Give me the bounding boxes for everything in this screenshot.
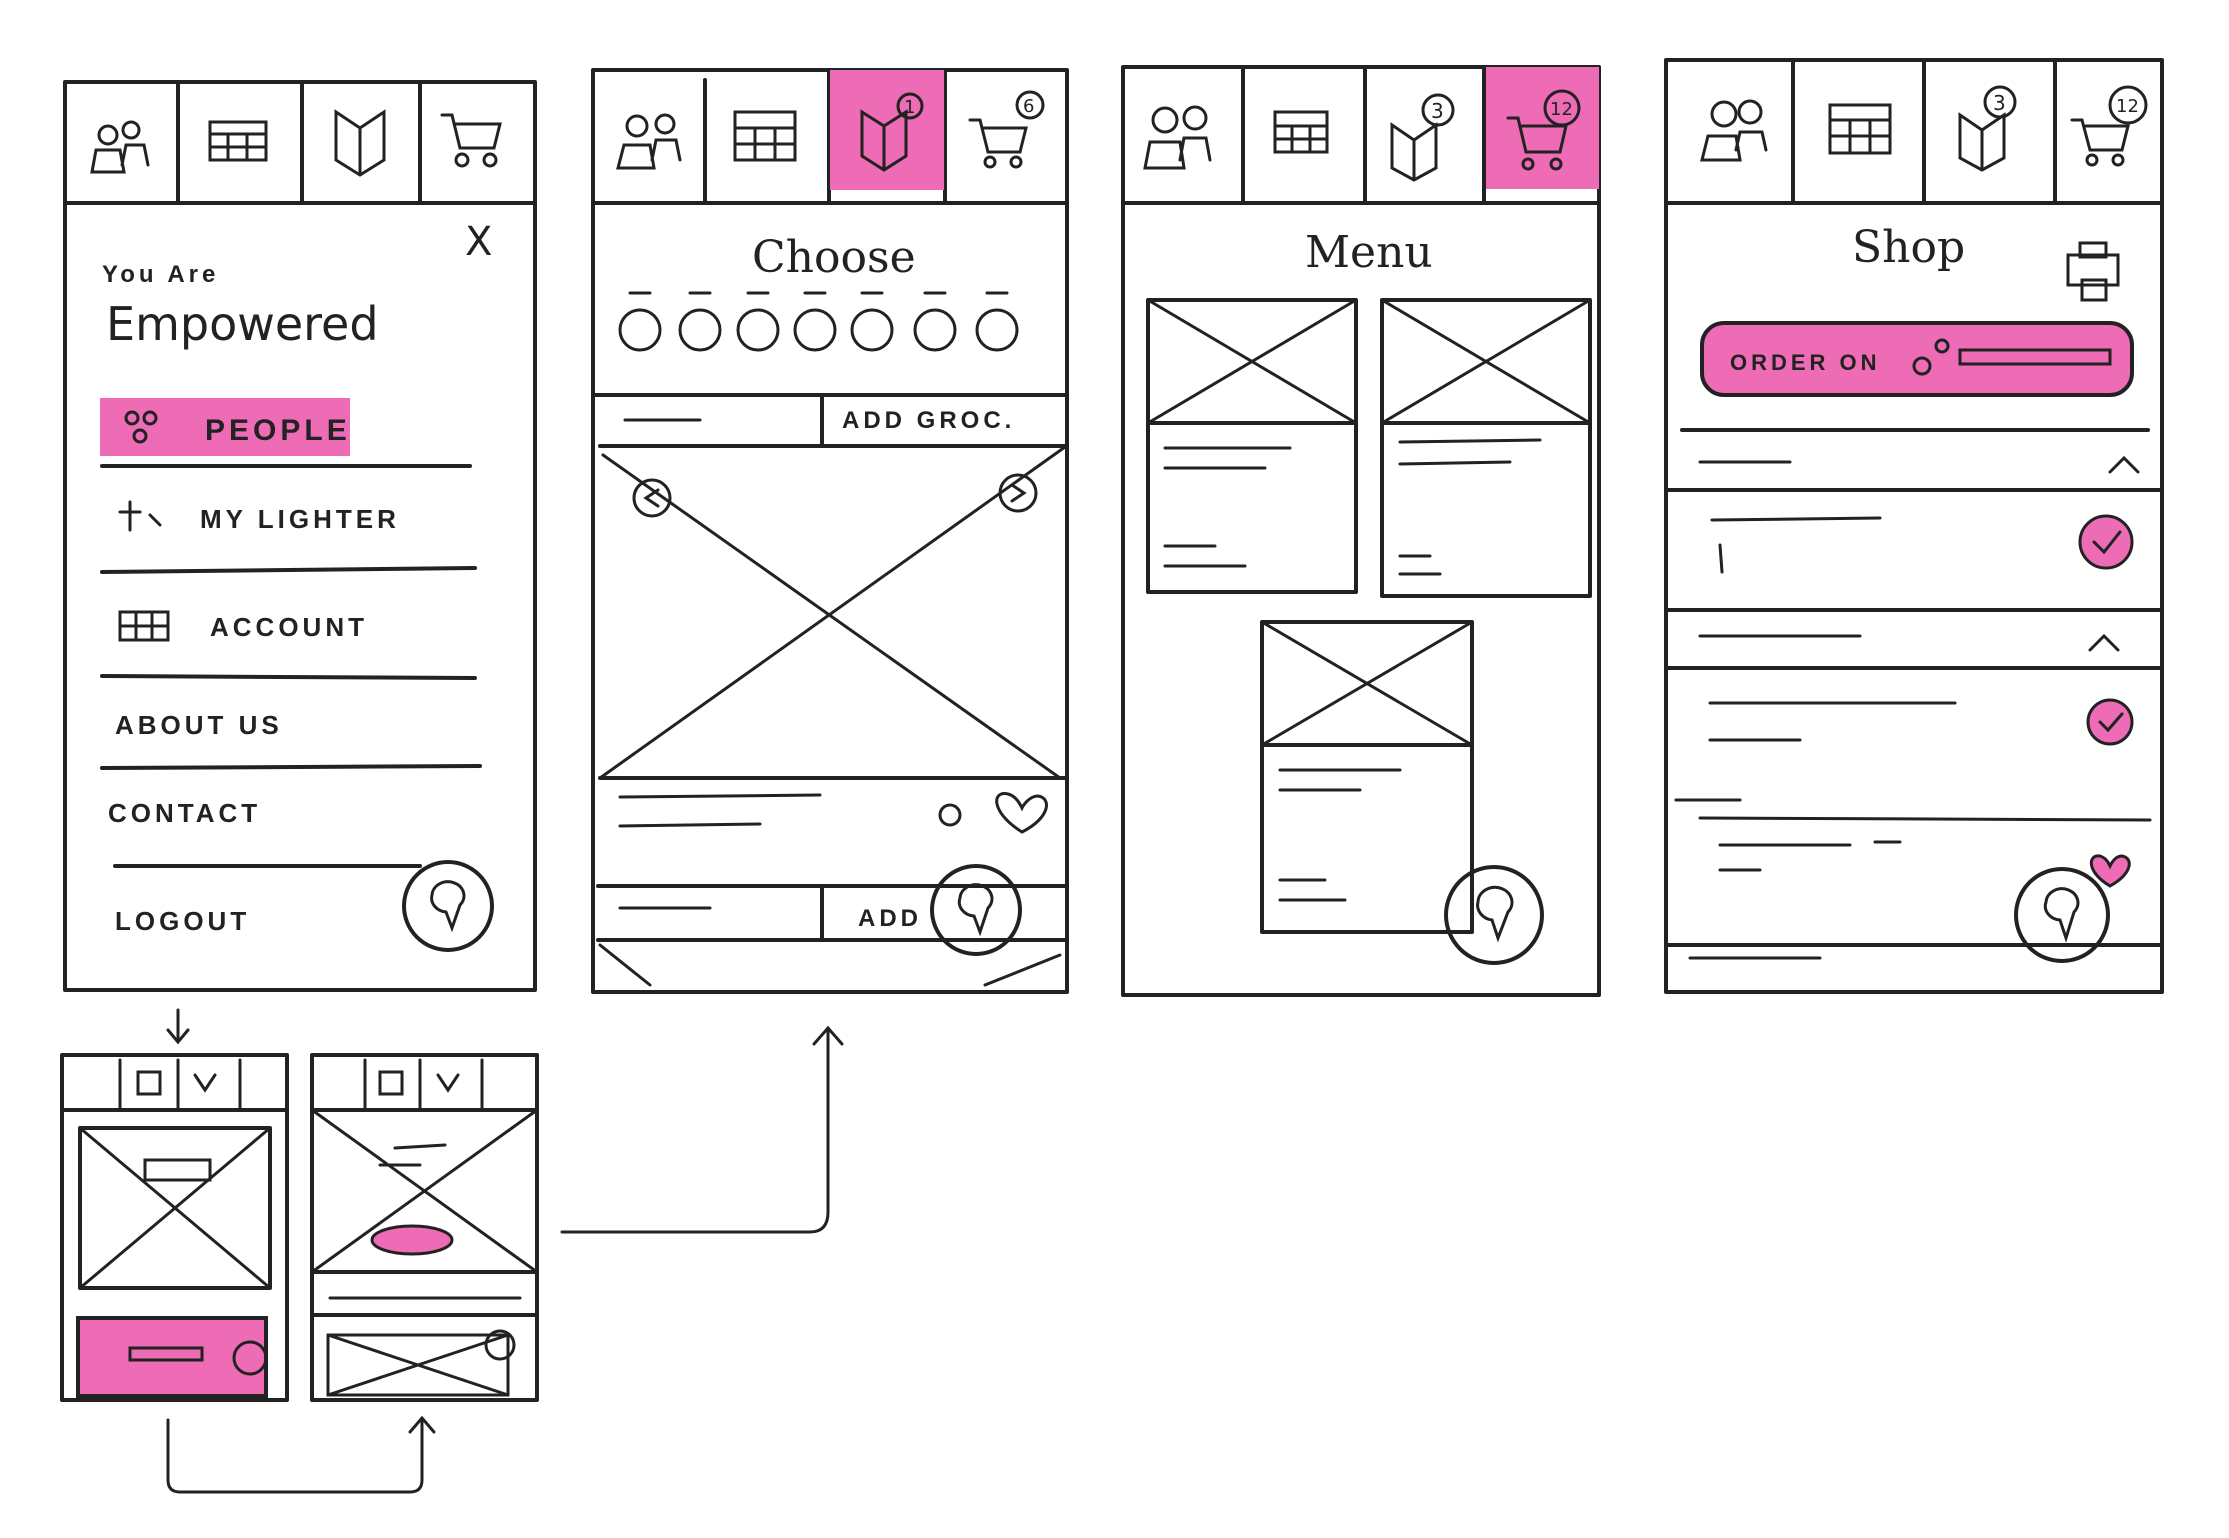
people-icon[interactable] (1143, 105, 1212, 170)
screen-menu: 3 12 Menu (1121, 65, 1601, 997)
people-icon[interactable] (616, 113, 682, 170)
svg-text:6: 6 (1023, 96, 1034, 117)
next-arrow-button[interactable] (998, 473, 1038, 513)
check-badge[interactable] (2078, 514, 2134, 570)
image-placeholder (598, 445, 1069, 780)
svg-text:12: 12 (2116, 96, 2139, 117)
page-title: Menu (1305, 227, 1433, 278)
svg-text:3: 3 (1993, 91, 2006, 115)
calendar-icon[interactable] (1828, 103, 1892, 155)
filter-chips[interactable] (618, 291, 1019, 352)
map-icon[interactable]: 3 (1390, 93, 1455, 182)
account-grid-icon (118, 610, 170, 642)
collapse-chevron-icon[interactable] (2108, 455, 2140, 474)
check-badge[interactable] (2086, 698, 2134, 746)
menu-card[interactable] (1260, 620, 1474, 934)
cart-icon[interactable]: 12 (1506, 89, 1581, 171)
calendar-icon[interactable] (208, 120, 268, 162)
chat-button[interactable] (1444, 865, 1544, 965)
chat-button[interactable] (402, 860, 494, 952)
svg-text:MY LIGHTER: MY LIGHTER (200, 504, 400, 534)
svg-text:PEOPLE: PEOPLE (205, 414, 351, 447)
svg-text:ACCOUNT: ACCOUNT (210, 612, 368, 642)
notification-heart-icon (2090, 854, 2131, 888)
add-button[interactable]: ADD (858, 905, 922, 932)
screen-onboarding-2 (310, 1053, 539, 1402)
heart-icon[interactable] (995, 792, 1048, 834)
svg-text:ORDER ON: ORDER ON (1730, 350, 1881, 375)
menu-item-logout[interactable]: LOGOUT (115, 906, 250, 936)
calendar-icon[interactable] (733, 110, 797, 162)
menu-card[interactable] (1380, 298, 1592, 598)
previous-arrow-button[interactable] (632, 478, 672, 518)
arrow-down (166, 1008, 190, 1045)
menu-item-contact[interactable]: CONTACT (108, 798, 261, 828)
map-icon[interactable]: 3 (1958, 85, 2017, 172)
screen-onboarding-1 (60, 1053, 289, 1402)
collapse-chevron-icon[interactable] (2088, 633, 2120, 652)
svg-text:12: 12 (1550, 99, 1573, 120)
chat-button[interactable] (930, 864, 1022, 956)
menu-item-about[interactable]: ABOUT US (115, 710, 283, 740)
screen-choose: 1 6 Choose ADD GROC. (591, 68, 1069, 994)
calendar-icon[interactable] (1273, 110, 1329, 154)
flow-arrow (560, 1025, 844, 1234)
menu-item-people[interactable]: PEOPLE (100, 398, 351, 456)
menu-item-my-lighter[interactable]: MY LIGHTER (118, 500, 400, 534)
screen-menu-drawer: X You Are Empowered PEOPLE MY LIGHTER AC… (63, 80, 537, 992)
map-icon[interactable]: 1 (860, 92, 924, 172)
chat-button[interactable] (2014, 854, 2131, 963)
svg-text:1: 1 (904, 97, 915, 118)
heading-line-1: You Are (102, 261, 219, 288)
map-icon[interactable] (334, 109, 386, 177)
people-icon[interactable] (90, 120, 150, 174)
cart-icon[interactable]: 6 (968, 90, 1045, 169)
page-title: Choose (752, 232, 916, 283)
add-grocery-button[interactable]: ADD GROC. (842, 407, 1015, 434)
screen-shop: 3 12 Shop ORDER ON (1664, 58, 2164, 994)
people-icon[interactable] (1700, 99, 1768, 162)
close-icon[interactable]: X (465, 219, 492, 265)
menu-item-account[interactable]: ACCOUNT (118, 610, 368, 642)
cart-icon[interactable]: 12 (2070, 85, 2148, 167)
share-icon[interactable] (938, 803, 962, 827)
heading-line-2: Empowered (106, 297, 379, 351)
cart-icon[interactable] (440, 113, 502, 168)
menu-card[interactable] (1146, 298, 1358, 594)
flow-arrow (166, 1415, 436, 1494)
svg-text:3: 3 (1431, 99, 1444, 123)
order-on-button[interactable]: ORDER ON (1700, 321, 2134, 397)
print-icon[interactable] (2066, 241, 2120, 302)
page-title: Shop (1852, 222, 1965, 273)
